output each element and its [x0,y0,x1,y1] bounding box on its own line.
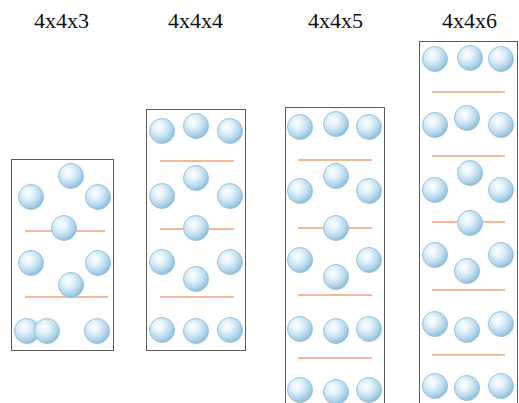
atom-sphere [357,248,382,273]
atom-sphere [357,317,382,342]
layer-line [432,91,505,93]
atom-sphere [423,178,448,203]
supercell-box: 4x4x3 [11,159,114,351]
supercell-box: 4x4x6 [419,41,518,403]
layer-line [432,155,505,157]
atom-sphere [324,164,349,189]
atom-sphere [423,47,448,72]
atom-sphere [86,185,111,210]
atom-sphere [324,265,349,290]
atom-sphere [324,319,349,344]
atom-sphere [423,374,448,399]
supercell-box: 4x4x4 [146,109,246,351]
cell-size-label: 4x4x3 [34,10,89,32]
atom-sphere [357,115,382,140]
layer-line [432,354,505,356]
atom-sphere [458,161,483,186]
atom-sphere [357,179,382,204]
atom-sphere [184,216,209,241]
atom-sphere [423,243,448,268]
atom-sphere [489,113,514,138]
atom-sphere [218,184,243,209]
atom-sphere [324,112,349,137]
atom-sphere [218,250,243,275]
atom-sphere [423,113,448,138]
atom-sphere [489,312,514,337]
atom-sphere [455,318,480,343]
atom-sphere [184,267,209,292]
layer-line [160,296,234,298]
layer-line [160,160,234,162]
layer-line [298,159,372,161]
atom-sphere [150,250,175,275]
layer-line [432,289,505,291]
atom-sphere [324,380,349,403]
atom-sphere [52,216,77,241]
atom-sphere [85,319,110,344]
supercell-box: 4x4x5 [285,107,385,403]
atom-sphere [423,312,448,337]
atom-sphere [59,273,84,298]
atom-sphere [489,178,514,203]
atom-sphere [184,114,209,139]
atom-sphere [288,179,313,204]
atom-sphere [184,319,209,344]
atom-sphere [86,251,111,276]
layer-line [298,294,372,296]
layer-line [298,357,372,359]
atom-sphere [218,318,243,343]
atom-sphere [150,119,175,144]
atom-sphere [455,376,480,401]
atom-sphere [455,259,480,284]
atom-sphere [184,166,209,191]
atom-sphere [489,47,514,72]
atom-sphere [19,251,44,276]
atom-sphere [288,115,313,140]
atom-sphere [324,216,349,241]
atom-sphere [489,243,514,268]
atom-sphere [489,374,514,399]
atom-sphere [455,106,480,131]
atom-sphere [150,184,175,209]
atom-sphere [288,317,313,342]
cell-size-label: 4x4x4 [168,10,223,32]
atom-sphere [458,46,483,71]
atom-sphere [357,378,382,403]
atom-sphere [218,119,243,144]
atom-sphere [458,211,483,236]
cell-size-label: 4x4x6 [442,10,497,32]
cell-size-label: 4x4x5 [308,10,363,32]
atom-sphere [150,318,175,343]
atom-sphere [19,185,44,210]
atom-sphere [35,319,60,344]
atom-sphere [288,248,313,273]
atom-sphere [59,164,84,189]
atom-sphere [288,378,313,403]
